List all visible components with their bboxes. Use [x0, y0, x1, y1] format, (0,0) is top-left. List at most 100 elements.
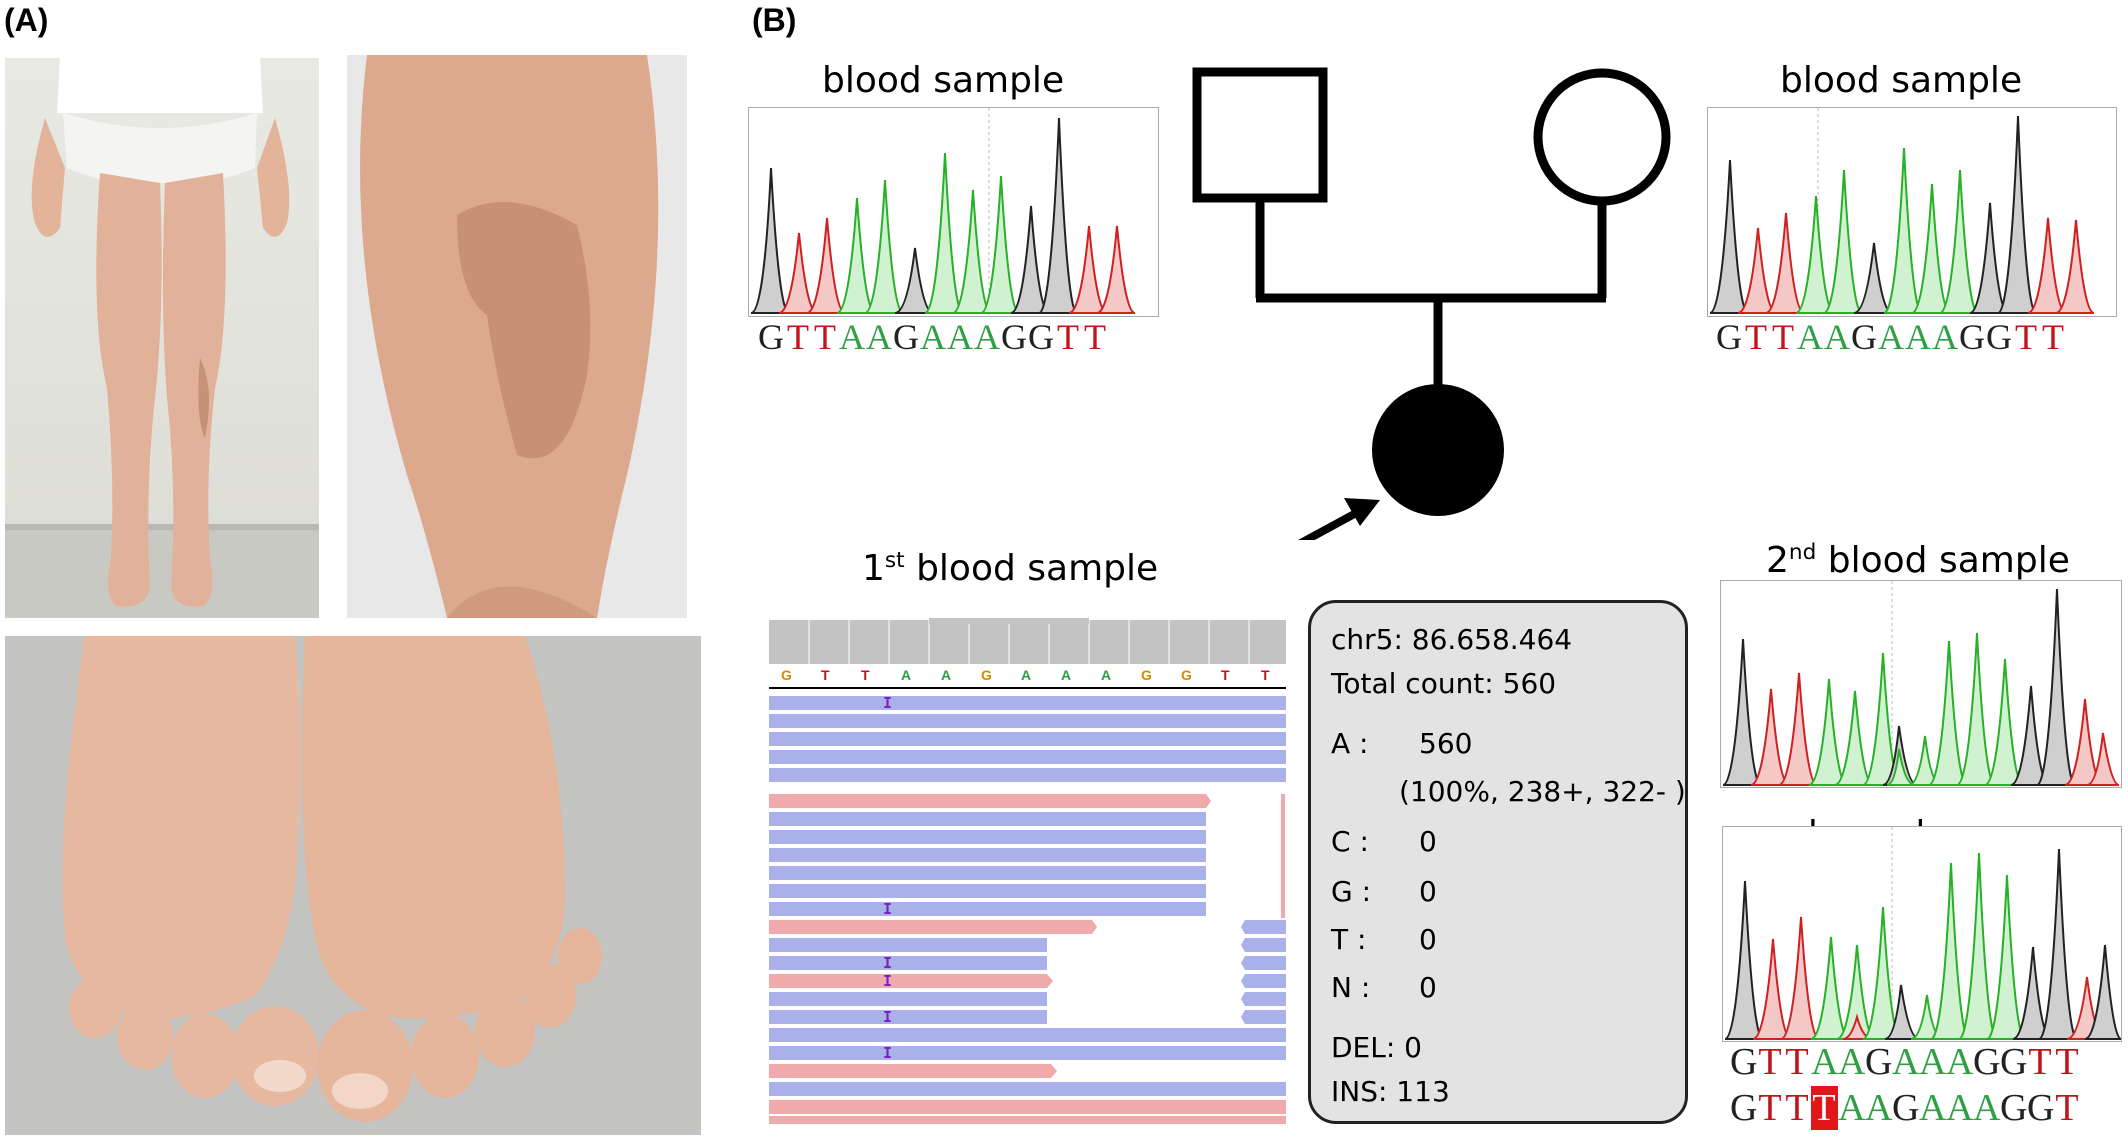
base: T: [787, 317, 810, 357]
ref-base: T: [1261, 667, 1270, 683]
base: T: [1785, 1041, 1810, 1083]
info-ins: INS: 113: [1331, 1075, 1450, 1108]
base: T: [1772, 317, 1795, 357]
info-t-value: 0: [1419, 923, 1437, 956]
info-c-label: C :: [1331, 825, 1369, 858]
igv-title-sup: st: [884, 548, 905, 573]
base: T: [2055, 1087, 2080, 1129]
base: G: [2000, 1087, 2029, 1129]
base: G: [1892, 1087, 1921, 1129]
base: G: [2000, 1041, 2029, 1083]
base: A: [1973, 1087, 2002, 1129]
base: G: [1851, 317, 1878, 357]
base: T: [2042, 317, 2065, 357]
info-del: DEL: 0: [1331, 1031, 1422, 1064]
base: A: [1797, 317, 1824, 357]
info-total-count: Total count: 560: [1331, 667, 1557, 700]
second-chrom-title: 2nd blood sample: [1766, 540, 2070, 581]
base: T: [1057, 317, 1080, 357]
base: A: [1932, 317, 1959, 357]
photo-feet: [5, 636, 701, 1135]
base: T: [1084, 317, 1107, 357]
base: G: [1730, 1041, 1759, 1083]
base: A: [1811, 1041, 1840, 1083]
igv-info-popup: chr5: 86.658.464 Total count: 560 A :560…: [1308, 600, 1688, 1124]
info-a-label: A :: [1331, 727, 1369, 760]
ref-base: A: [901, 667, 912, 683]
proband-circle: [1372, 384, 1504, 516]
base: G: [1959, 317, 1986, 357]
base: G: [758, 317, 785, 357]
insertion-marker: I: [883, 900, 893, 918]
mother-circle: [1533, 68, 1671, 206]
second-title-text: blood sample: [1816, 540, 2070, 581]
ref-base: G: [981, 667, 992, 683]
base: G: [1028, 317, 1055, 357]
base: G: [1986, 317, 2013, 357]
base: A: [1905, 317, 1932, 357]
photo-leg-closeup: [347, 55, 687, 618]
base: A: [1865, 1087, 1894, 1129]
ref-base: A: [1061, 667, 1072, 683]
info-g-value: 0: [1419, 875, 1437, 908]
inserted-base-highlight: T: [1811, 1086, 1838, 1130]
info-n-label: N :: [1331, 971, 1371, 1004]
insertion-marker: I: [883, 972, 893, 990]
ref-base: T: [1221, 667, 1230, 683]
insertion-marker: I: [883, 1044, 893, 1062]
base: G: [1730, 1087, 1759, 1129]
buccal-sequence-ref: GTTAAGAAAGGTT: [1730, 1040, 2081, 1084]
base: G: [2027, 1087, 2056, 1129]
base: T: [1758, 1087, 1783, 1129]
second-title-number: 2: [1766, 540, 1789, 581]
base: A: [1946, 1087, 1975, 1129]
base: T: [1745, 317, 1768, 357]
base: G: [1001, 317, 1028, 357]
base: T: [1758, 1041, 1783, 1083]
igv-alignment-view: G T T A A G A A A G G T T I I I I I I: [769, 618, 1286, 1124]
second-title-sup: nd: [1788, 540, 1817, 565]
father-chromatogram: [748, 107, 1159, 317]
base: A: [1892, 1041, 1921, 1083]
base: G: [1716, 317, 1743, 357]
base: A: [1838, 1041, 1867, 1083]
igv-title-number: 1: [862, 548, 885, 589]
ref-base: A: [1101, 667, 1112, 683]
panel-a-label: (A): [4, 2, 49, 38]
info-g-label: G :: [1331, 875, 1372, 908]
info-t-label: T :: [1331, 923, 1367, 956]
buccal-chromatogram: [1722, 826, 2122, 1042]
panel-b-label: (B): [752, 2, 797, 38]
base: T: [2015, 317, 2038, 357]
info-n: N : 0: [1331, 971, 1437, 1004]
info-c-value: 0: [1419, 825, 1437, 858]
second-chromatogram: [1720, 580, 2122, 788]
base: A: [1878, 317, 1905, 357]
ref-base: G: [1181, 667, 1192, 683]
base: T: [814, 317, 837, 357]
base: A: [974, 317, 1001, 357]
base: A: [866, 317, 893, 357]
mother-chromatogram: [1707, 107, 2117, 317]
info-n-value: 0: [1419, 971, 1437, 1004]
base: A: [1919, 1041, 1948, 1083]
info-t: T : 0: [1331, 923, 1437, 956]
info-g: G : 0: [1331, 875, 1437, 908]
pedigree-chart: [1192, 67, 1671, 540]
base: T: [2055, 1041, 2080, 1083]
ref-base: T: [861, 667, 870, 683]
insertion-marker: I: [883, 694, 893, 712]
base: A: [839, 317, 866, 357]
info-position: chr5: 86.658.464: [1331, 623, 1573, 656]
father-chrom-title: blood sample: [822, 60, 1065, 101]
base: G: [893, 317, 920, 357]
base: A: [947, 317, 974, 357]
base: A: [1824, 317, 1851, 357]
ref-base: G: [781, 667, 792, 683]
info-a: A :560: [1331, 727, 1472, 760]
photo-legs-front: [5, 58, 319, 618]
insertion-marker: I: [883, 954, 893, 972]
base: T: [1785, 1087, 1810, 1129]
